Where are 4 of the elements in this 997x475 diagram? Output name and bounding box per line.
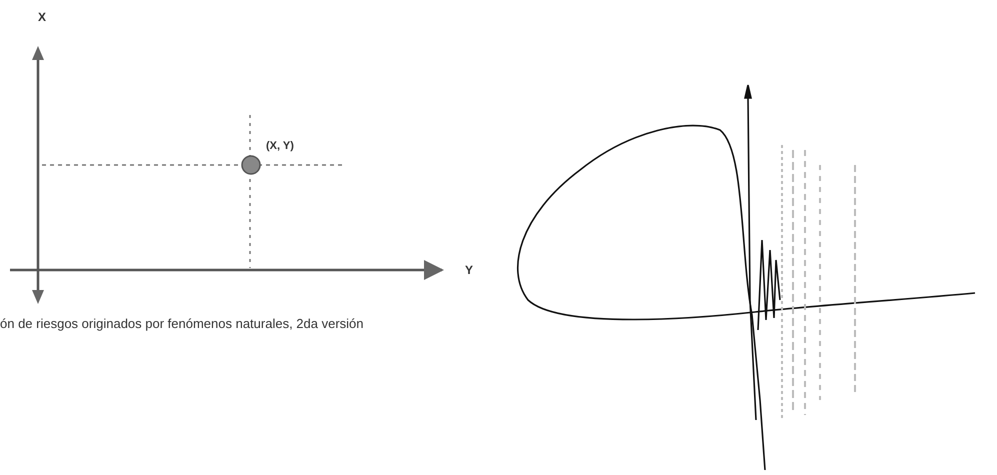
axis-label: Y [465,263,474,277]
axis-label: X [38,10,46,24]
caption-text: ón de riesgos originados por fenómenos naturales, 2da versión [0,316,364,331]
point-label: (X, Y) [266,140,294,152]
